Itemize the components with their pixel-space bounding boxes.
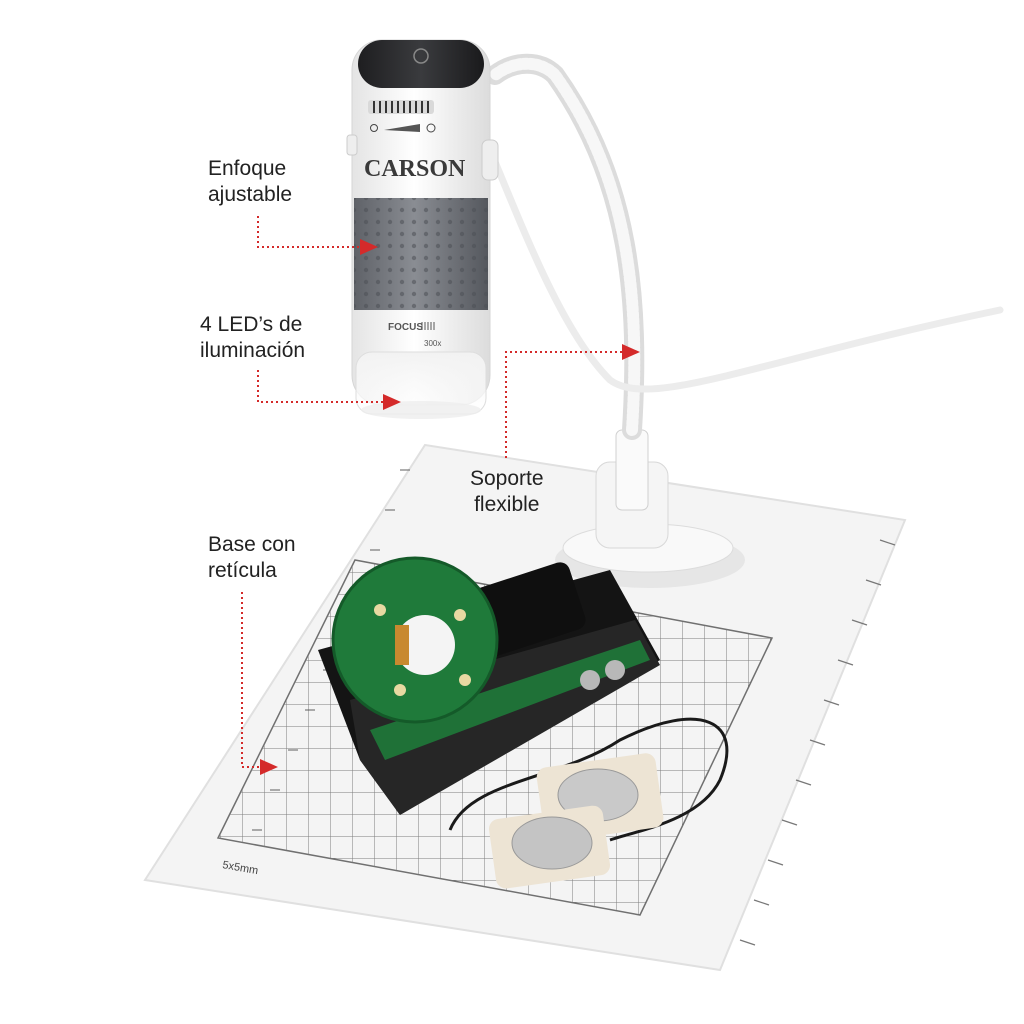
leader-base — [241, 592, 262, 768]
label-flexible-stand: Soporte flexible — [470, 467, 544, 516]
led-2 — [454, 609, 466, 621]
brand-logo: CARSON — [364, 156, 466, 182]
callout-leaders — [241, 216, 625, 768]
digital-microscope: CARSON FOCUS 300x — [346, 39, 499, 419]
arrow-base-icon — [260, 759, 278, 775]
led-ring-board — [331, 556, 499, 724]
leader-leds — [257, 370, 385, 403]
leader-focus — [257, 216, 362, 248]
label-grid-base: Base con retícula — [208, 533, 296, 582]
gooseneck-arm — [485, 53, 645, 440]
brightness-scale — [370, 123, 436, 133]
sun-icon — [426, 123, 436, 133]
led-3 — [394, 684, 406, 696]
right-ruler — [739, 539, 896, 946]
bulb-icon — [370, 124, 378, 132]
magnification-label: 300x — [424, 339, 441, 348]
leader-stand — [505, 351, 625, 458]
arrow-stand-icon — [622, 344, 640, 360]
led-1 — [374, 604, 386, 616]
focus-wheel — [368, 100, 434, 114]
callout-arrows — [260, 239, 640, 775]
label-led-lighting: 4 LED’s de iluminación — [200, 313, 306, 362]
arrow-focus-icon — [360, 239, 378, 255]
focus-label: FOCUS — [388, 322, 423, 333]
arrow-leds-icon — [383, 394, 401, 410]
camera-button-icon — [413, 48, 429, 64]
coin-batteries — [448, 717, 729, 889]
label-adjustable-focus: Enfoque ajustable — [208, 157, 293, 206]
usb-cable — [486, 146, 1004, 393]
led-4 — [459, 674, 471, 686]
